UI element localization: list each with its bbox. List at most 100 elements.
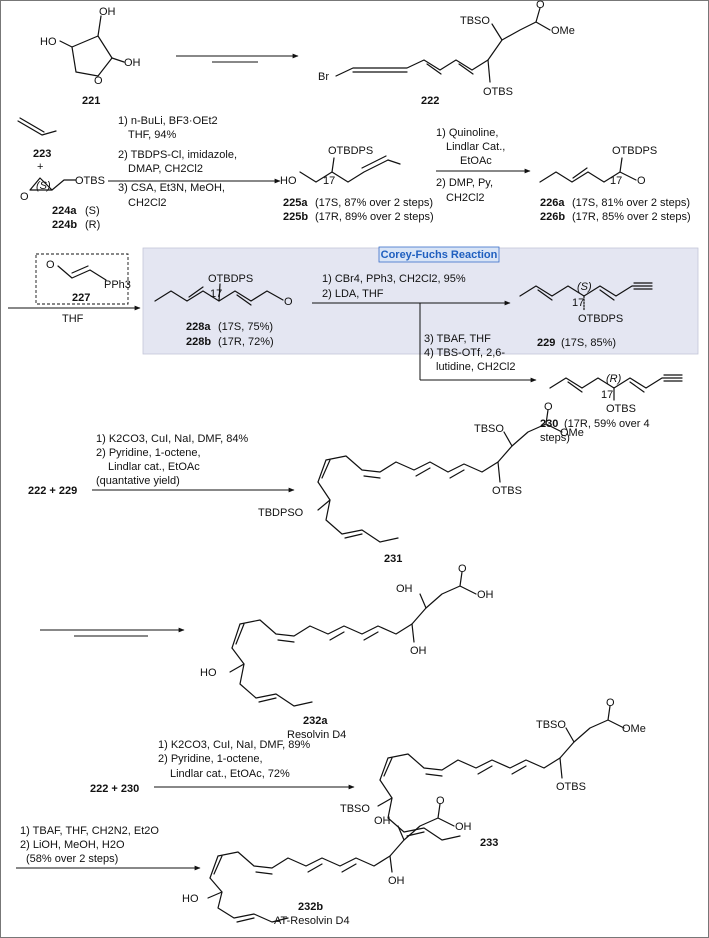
228-aldehyde-o: O [284, 296, 293, 308]
structure-232b [207, 803, 455, 923]
svg-text:2) DMP, Py,: 2) DMP, Py, [436, 177, 493, 189]
224-stereo: (S) [36, 180, 51, 192]
structure-223 [17, 117, 57, 136]
svg-text:Lindlar cat., EtOAc: Lindlar cat., EtOAc [108, 461, 200, 473]
svg-text:(quantative yield): (quantative yield) [96, 475, 180, 487]
structure-222 [335, 7, 551, 83]
224a-number: 224a [52, 205, 77, 217]
225-otbdps: OTBDPS [328, 145, 373, 157]
228b-number: 228b [186, 336, 211, 348]
230-stereo: (R) [606, 373, 622, 385]
structure-227 [57, 265, 107, 281]
228-otbdps: OTBDPS [208, 273, 253, 285]
222-otbs: OTBS [483, 86, 513, 98]
232a-ho: HO [200, 667, 217, 679]
228b-text: (17R, 72%) [218, 336, 274, 348]
231-ome: OMe [560, 427, 584, 439]
224-otbs: OTBS [75, 175, 105, 187]
svg-text:CH2Cl2: CH2Cl2 [128, 197, 167, 209]
conditions-225-226: 1) Quinoline, Lindlar Cat., EtOAc 2) DMP… [436, 127, 505, 204]
structure-224 [29, 177, 77, 191]
svg-text:Lindlar cat., EtOAc, 72%: Lindlar cat., EtOAc, 72% [170, 768, 290, 780]
conditions-231: 1) K2CO3, CuI, NaI, DMF, 84% 2) Pyridine… [96, 433, 248, 487]
231-number: 231 [384, 553, 402, 565]
232a-oh: OH [396, 583, 413, 595]
svg-text:1) K2CO3, CuI, NaI, DMF, 89%: 1) K2CO3, CuI, NaI, DMF, 89% [158, 739, 310, 751]
225-locant: 17 [323, 175, 335, 187]
structure-231 [317, 409, 563, 543]
structure-226 [539, 157, 637, 183]
svg-text:1) CBr4, PPh3, CH2Cl2, 95%: 1) CBr4, PPh3, CH2Cl2, 95% [322, 273, 466, 285]
227-number: 227 [72, 292, 90, 304]
230-otbs: OTBS [606, 403, 636, 415]
221-oh-top: OH [99, 6, 116, 18]
232b-name: AT-Resolvin D4 [274, 915, 350, 927]
231-tbso: TBSO [474, 423, 504, 435]
structure-221 [59, 15, 125, 77]
svg-text:1) TBAF, THF, CH2N2, Et2O: 1) TBAF, THF, CH2N2, Et2O [20, 825, 159, 837]
232a-carbonyl-o: O [458, 563, 467, 575]
233-tbso-lower: TBSO [340, 803, 370, 815]
222-br: Br [318, 71, 329, 83]
229-stereo: (S) [577, 281, 592, 293]
231-carbonyl-o: O [544, 401, 553, 413]
228-locant: 17 [210, 288, 222, 300]
232b-oh-lower: OH [388, 875, 405, 887]
221-oh-left: HO [40, 36, 57, 48]
226b-number: 226b [540, 211, 565, 223]
231-otbs: OTBS [492, 485, 522, 497]
233-carbonyl-o: O [606, 697, 615, 709]
221-number: 221 [82, 95, 100, 107]
structure-232a [229, 571, 477, 707]
225-ho: HO [280, 175, 297, 187]
svg-text:1) n-BuLi, BF3·OEt2: 1) n-BuLi, BF3·OEt2 [118, 115, 218, 127]
229-locant: 17 [572, 297, 584, 309]
221-ring-o: O [94, 75, 103, 87]
233-tbso: TBSO [536, 719, 566, 731]
svg-text:CH2Cl2: CH2Cl2 [446, 192, 485, 204]
conditions-223-225: 1) n-BuLi, BF3·OEt2 THF, 94% 2) TBDPS-Cl… [118, 115, 237, 209]
corey-fuchs-title: Corey-Fuchs Reaction [381, 249, 498, 261]
226b-text: (17R, 85% over 2 steps) [572, 211, 691, 223]
svg-text:2) LDA, THF: 2) LDA, THF [322, 288, 384, 300]
svg-text:1) Quinoline,: 1) Quinoline, [436, 127, 498, 139]
232b-ho: HO [182, 893, 199, 905]
225a-number: 225a [283, 197, 308, 209]
svg-text:2) LiOH, MeOH, H2O: 2) LiOH, MeOH, H2O [20, 839, 125, 851]
226-locant: 17 [610, 175, 622, 187]
svg-text:1) K2CO3, CuI, NaI, DMF, 84%: 1) K2CO3, CuI, NaI, DMF, 84% [96, 433, 248, 445]
230-text-cont: steps) [540, 432, 570, 444]
223-number: 223 [33, 148, 51, 160]
structure-228 [154, 283, 284, 306]
232a-number: 232a [303, 715, 328, 727]
232b-number: 232b [298, 901, 323, 913]
229-number: 229 [537, 337, 555, 349]
224b-number: 224b [52, 219, 77, 231]
structure-230 [549, 374, 683, 401]
sm-222-229: 222 + 229 [28, 485, 77, 497]
225b-number: 225b [283, 211, 308, 223]
224b-config: (R) [85, 219, 100, 231]
225a-text: (17S, 87% over 2 steps) [315, 197, 433, 209]
structure-233 [377, 705, 625, 841]
225b-text: (17R, 89% over 2 steps) [315, 211, 434, 223]
226-otbdps: OTBDPS [612, 145, 657, 157]
226-aldehyde-o: O [637, 175, 646, 187]
svg-text:3) CSA, Et3N, MeOH,: 3) CSA, Et3N, MeOH, [118, 182, 225, 194]
230-text: (17R, 59% over 4 [564, 418, 650, 430]
svg-text:2) Pyridine, 1-octene,: 2) Pyridine, 1-octene, [158, 753, 263, 765]
232a-name: Resolvin D4 [287, 729, 346, 741]
222-ome: OMe [551, 25, 575, 37]
sm-222-230: 222 + 230 [90, 783, 139, 795]
conditions-233: 1) K2CO3, CuI, NaI, DMF, 89% 2) Pyridine… [158, 739, 310, 780]
reagent-227-box [35, 253, 129, 305]
227-pph3: PPh3 [104, 279, 131, 291]
svg-text:2) Pyridine, 1-octene,: 2) Pyridine, 1-octene, [96, 447, 201, 459]
conditions-228-229: 1) CBr4, PPh3, CH2Cl2, 95% 2) LDA, THF [322, 273, 466, 300]
svg-text:EtOAc: EtOAc [460, 155, 492, 167]
226a-text: (17S, 81% over 2 steps) [572, 197, 690, 209]
228a-number: 228a [186, 321, 211, 333]
230-locant: 17 [601, 389, 613, 401]
